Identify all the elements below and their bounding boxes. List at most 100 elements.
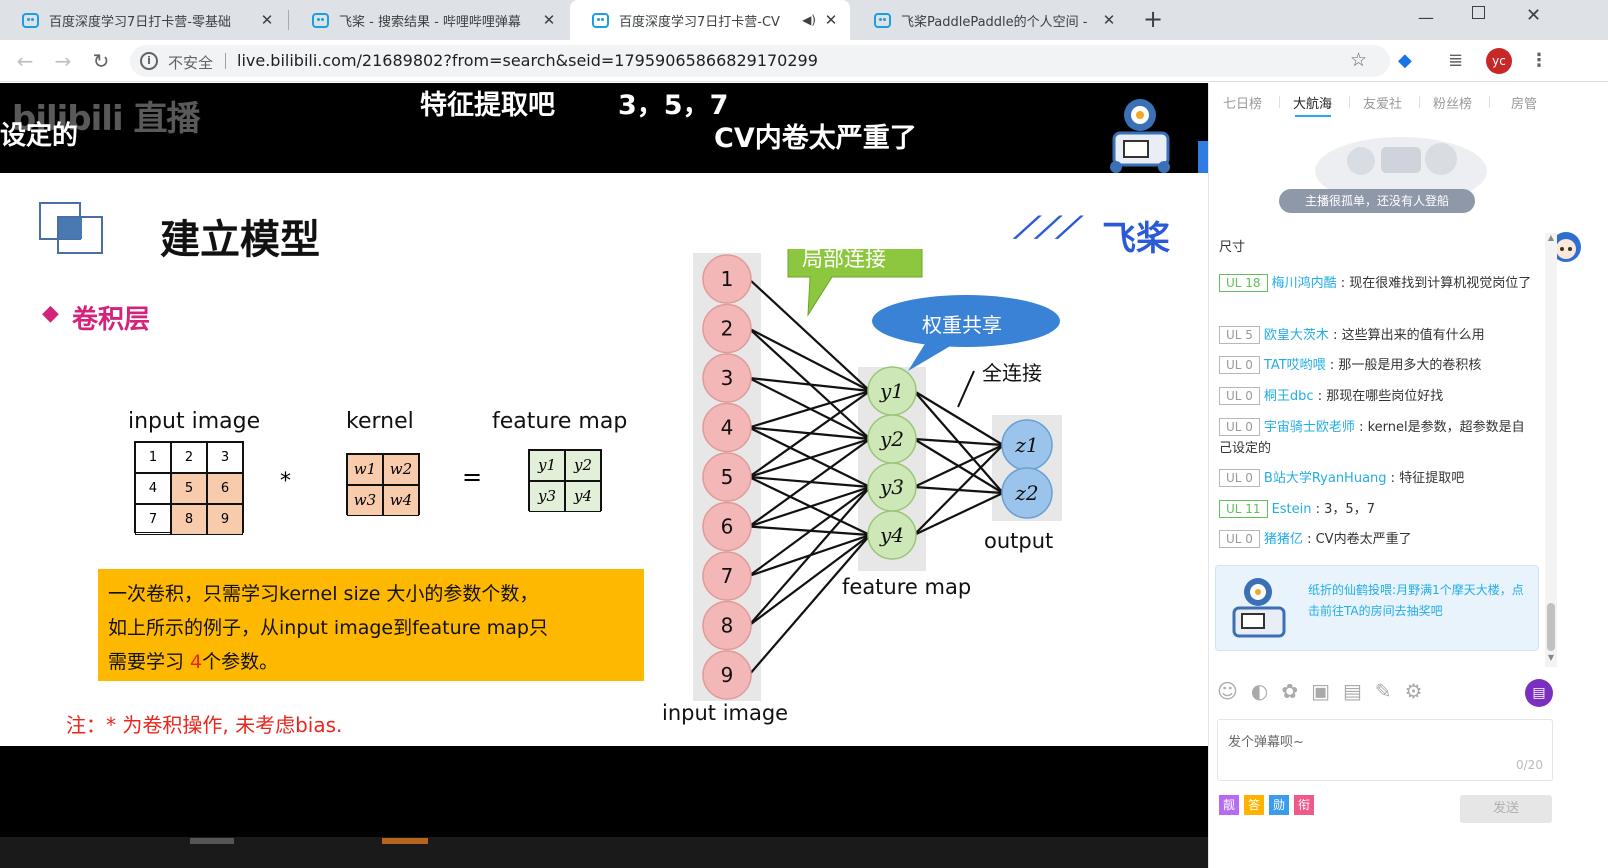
palette-icon[interactable]: ◐ bbox=[1250, 679, 1282, 703]
scroll-up-icon[interactable]: ▲ bbox=[1547, 233, 1555, 242]
username[interactable]: 欧皇大茨木 bbox=[1263, 328, 1329, 343]
connection-line bbox=[748, 533, 871, 578]
message-text: kernel是参数，超参数是自己设定的 bbox=[1219, 420, 1525, 456]
reading-list-icon[interactable]: ≣ bbox=[1448, 50, 1464, 71]
tab-divider bbox=[288, 10, 289, 30]
restore-window-icon[interactable] bbox=[1472, 6, 1485, 19]
danmaku-input[interactable]: 发个弹幕呗~ 0/20 bbox=[1217, 719, 1553, 781]
rank-tab-active[interactable]: 大航海 bbox=[1293, 97, 1333, 112]
connection-line bbox=[748, 327, 871, 440]
footnote: 注：* 为卷积操作, 未考虑bias. bbox=[66, 713, 343, 737]
bilibili-favicon-icon bbox=[312, 12, 329, 28]
close-tab-icon[interactable]: ✕ bbox=[824, 11, 838, 29]
rank-tab[interactable]: 友爱社 bbox=[1363, 97, 1403, 112]
profile-avatar[interactable]: yc bbox=[1486, 48, 1512, 74]
username[interactable]: 宇宙骑士欧老师 bbox=[1263, 420, 1355, 435]
tab-divider bbox=[1279, 96, 1280, 108]
rank-tab[interactable]: 七日榜 bbox=[1223, 97, 1263, 112]
username[interactable]: 梅川鸿内酷 bbox=[1271, 276, 1337, 291]
user-level-badge: UL 11 bbox=[1219, 500, 1268, 518]
bilibili-favicon-icon bbox=[592, 12, 609, 28]
minimize-window-icon[interactable]: — bbox=[1418, 8, 1434, 27]
hidden-node-label: y1 bbox=[879, 379, 904, 403]
grid-cell: 8 bbox=[171, 504, 207, 535]
security-status[interactable]: 不安全 bbox=[168, 54, 214, 72]
connection-line bbox=[748, 525, 871, 537]
kernel-cell: w1 bbox=[347, 454, 383, 485]
browser-tab[interactable]: 百度深度学习7日打卡营-零基础 ✕ bbox=[0, 0, 286, 40]
settings-icon[interactable]: ⚙ bbox=[1404, 679, 1436, 703]
badge-icon[interactable]: ✿ bbox=[1281, 679, 1312, 703]
scroll-thumb[interactable] bbox=[1547, 603, 1555, 651]
username[interactable]: 猪猪亿 bbox=[1263, 532, 1303, 547]
input-node-label: 6 bbox=[721, 515, 734, 539]
extension-icon[interactable]: ◆ bbox=[1398, 50, 1412, 71]
address-bar[interactable]: i 不安全 live.bilibili.com/21689802?from=se… bbox=[130, 45, 1390, 77]
connection-line bbox=[748, 327, 871, 392]
browser-tab-active[interactable]: 百度深度学习7日打卡营-CV ◀) ✕ bbox=[570, 0, 850, 40]
gift-icon[interactable]: ▣ bbox=[1311, 679, 1343, 703]
info-icon[interactable]: i bbox=[140, 52, 158, 70]
edit-icon[interactable]: ✎ bbox=[1374, 679, 1405, 703]
note-line: 需要学习 4个参数。 bbox=[108, 645, 634, 679]
url-text[interactable]: live.bilibili.com/21689802?from=search&s… bbox=[237, 51, 818, 70]
rank-tab[interactable]: 房管 bbox=[1511, 97, 1538, 112]
screen-icon[interactable]: ▤ bbox=[1342, 679, 1375, 703]
close-tab-icon[interactable]: ✕ bbox=[542, 11, 556, 29]
browser-tab[interactable]: 飞桨PaddlePaddle的个人空间 - ✕ bbox=[852, 0, 1128, 40]
tab-divider bbox=[1489, 96, 1490, 108]
output-node-label: z1 bbox=[1014, 433, 1038, 457]
close-tab-icon[interactable]: ✕ bbox=[1102, 11, 1116, 29]
gift-target[interactable]: 月野满 bbox=[1396, 583, 1433, 597]
scroll-down-icon[interactable]: ▼ bbox=[1547, 653, 1555, 662]
gift-sender[interactable]: 纸折的仙鹤 bbox=[1308, 583, 1369, 597]
new-tab-button[interactable]: + bbox=[1143, 5, 1164, 33]
reload-icon[interactable]: ↻ bbox=[92, 49, 110, 73]
close-window-icon[interactable]: ✕ bbox=[1526, 5, 1542, 26]
video-player[interactable]: 设定的 bilibili 直播 特征提取吧 3，5，7 CV内卷太严重了 建立模… bbox=[0, 83, 1208, 868]
convolution-operator: * bbox=[280, 469, 291, 494]
connection-line bbox=[748, 534, 871, 676]
gift-notice-card[interactable]: 纸折的仙鹤投喂:月野满1个摩天大楼，点击前往TA的房间去抽奖吧 bbox=[1215, 565, 1539, 651]
grid-cell: 6 bbox=[207, 473, 243, 504]
grid-cell: 3 bbox=[207, 442, 243, 473]
speaker-icon[interactable]: ◀) bbox=[802, 13, 816, 27]
badge-icon[interactable]: 勋 bbox=[1269, 795, 1289, 815]
message-text: 这些算出来的值有什么用 bbox=[1341, 328, 1485, 343]
badge-icon[interactable]: 答 bbox=[1244, 795, 1264, 815]
menu-kebab-icon[interactable]: ⋮ bbox=[1530, 50, 1548, 71]
user-level-badge: UL 18 bbox=[1219, 274, 1268, 292]
gift-notice-text: 纸折的仙鹤投喂:月野满1个摩天大楼，点击前往TA的房间去抽奖吧 bbox=[1308, 580, 1528, 622]
feature-cell: y4 bbox=[565, 481, 601, 512]
username[interactable]: B站大学RyanHuang bbox=[1263, 471, 1387, 486]
danmaku-mode-icon[interactable]: ▤ bbox=[1525, 679, 1553, 707]
chat-scrollbar[interactable]: ▲ ▼ bbox=[1545, 233, 1557, 667]
message-text: 3，5，7 bbox=[1324, 502, 1375, 517]
gift-action: 投喂: bbox=[1368, 583, 1397, 597]
forward-arrow-icon[interactable]: → bbox=[54, 49, 72, 73]
username[interactable]: 桐王dbc bbox=[1263, 389, 1314, 404]
bookmark-star-icon[interactable]: ☆ bbox=[1350, 49, 1368, 71]
browser-tab[interactable]: 飞桨 - 搜索结果 - 哔哩哔哩弹幕 ✕ bbox=[290, 0, 568, 40]
close-tab-icon[interactable]: ✕ bbox=[260, 11, 274, 29]
rank-tab[interactable]: 粉丝榜 bbox=[1433, 97, 1473, 112]
connection-line bbox=[913, 492, 1004, 536]
taskbar-item bbox=[382, 838, 428, 844]
badge-icon[interactable]: 靓 bbox=[1219, 795, 1239, 815]
back-arrow-icon[interactable]: ← bbox=[16, 49, 34, 73]
player-bottom-bar[interactable] bbox=[0, 837, 1208, 868]
tab-divider bbox=[1419, 96, 1420, 108]
hidden-node-circle bbox=[867, 510, 917, 560]
username[interactable]: Estein bbox=[1271, 502, 1312, 517]
badge-icon[interactable]: 衔 bbox=[1294, 795, 1314, 815]
output-node-circle bbox=[1001, 467, 1053, 519]
gift-detail: 1个摩天大楼，点击前往TA的房间去抽奖吧 bbox=[1308, 583, 1524, 618]
emoji-icon[interactable]: ☺ bbox=[1217, 679, 1251, 703]
username[interactable]: TAT哎哟喂 bbox=[1263, 358, 1326, 373]
diagram-output-label: output bbox=[984, 529, 1054, 553]
input-node-circle bbox=[702, 600, 752, 651]
send-button[interactable]: 发送 bbox=[1460, 795, 1552, 823]
note-text: 个参数。 bbox=[202, 651, 279, 673]
